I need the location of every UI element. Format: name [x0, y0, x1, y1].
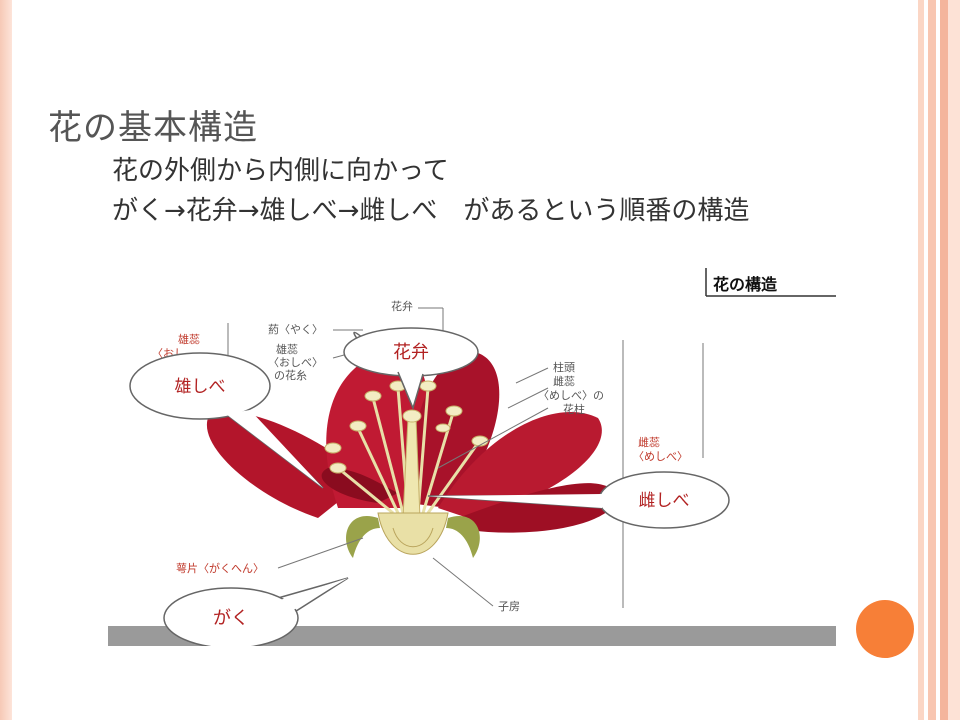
label-stamen-mid: 〈おしべ〉	[268, 356, 323, 369]
label-stamen-top: 雄蕊	[276, 342, 298, 356]
ovary	[377, 512, 449, 555]
callout-petal: 花弁	[343, 327, 479, 411]
subtitle-line-2: がく→花弁→雄しべ→雌しべ があるという順番の構造	[112, 196, 750, 226]
left-border-stripe	[0, 0, 12, 720]
label-petal: 花弁	[391, 299, 413, 313]
slide-title: 花の基本構造	[48, 108, 258, 148]
label-pistil-right-1: 雌蕊	[638, 435, 660, 449]
label-pistil-2: 〈めしべ〉の	[538, 389, 604, 402]
callout-stamen-text: 雄しべ	[175, 377, 226, 397]
label-sepal: 萼片〈がくへん〉	[176, 561, 264, 575]
diagram-caption: 花の構造	[713, 275, 778, 294]
callout-petal-text: 花弁	[393, 342, 429, 363]
flower-diagram: 花の構造	[108, 268, 836, 646]
callout-sepal-text: がく	[213, 608, 249, 629]
label-stigma: 柱頭	[553, 360, 575, 374]
callout-pistil: 雌しべ	[427, 471, 730, 529]
right-border-stripes	[918, 0, 960, 720]
label-filament: の花糸	[274, 369, 307, 382]
callout-sepal: がく	[163, 577, 349, 646]
callout-stamen: 雄しべ	[129, 352, 324, 489]
label-stamen-left-1: 雄蕊	[178, 332, 200, 346]
sepals	[346, 516, 480, 558]
pistil	[402, 409, 422, 519]
label-anther: 葯〈やく〉	[268, 323, 323, 336]
callout-pistil-text: 雌しべ	[639, 491, 690, 511]
anthers	[324, 380, 489, 474]
decorative-orange-circle	[856, 600, 914, 658]
leader-lines	[227, 307, 704, 608]
label-pistil-right-2: 〈めしべ〉	[633, 450, 688, 463]
label-style: 花柱	[563, 402, 585, 416]
label-pistil-1: 雌蕊	[553, 374, 575, 388]
label-ovary: 子房	[498, 600, 520, 613]
subtitle-line-1: 花の外側から内側に向かって	[112, 156, 449, 186]
